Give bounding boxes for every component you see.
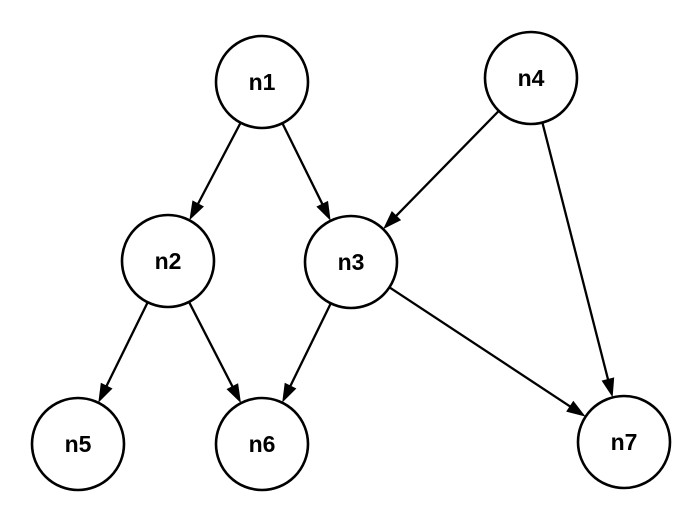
edge-line	[103, 301, 149, 390]
node-label: n3	[338, 249, 365, 275]
node-circle	[120, 213, 216, 309]
node-n1: n1	[214, 34, 310, 130]
edge-line	[392, 110, 500, 220]
node-n2: n2	[120, 213, 216, 309]
arrowhead-icon	[601, 377, 615, 398]
arrowhead-icon	[98, 382, 113, 403]
edge-n1-n3	[281, 122, 331, 221]
node-n5: n5	[30, 396, 126, 492]
edge-n4-n3	[383, 110, 500, 230]
arrowhead-icon	[566, 400, 586, 417]
edge-n4-n7	[541, 122, 615, 398]
edge-n1-n2	[189, 122, 242, 221]
edge-line	[541, 122, 611, 384]
node-label: n5	[65, 431, 92, 457]
edge-n2-n6	[187, 301, 241, 404]
node-circle	[214, 34, 310, 130]
edge-line	[281, 122, 325, 208]
node-n6: n6	[214, 396, 310, 492]
node-label: n1	[249, 69, 276, 95]
arrowhead-icon	[316, 200, 331, 221]
node-label: n7	[611, 429, 638, 455]
arrowhead-icon	[226, 383, 241, 404]
node-circle	[214, 396, 310, 492]
node-circle	[30, 396, 126, 492]
node-label: n2	[155, 248, 182, 274]
node-circle	[303, 214, 399, 310]
edge-line	[195, 122, 242, 208]
edge-n2-n5	[98, 301, 149, 403]
node-circle	[483, 30, 579, 126]
node-circle	[576, 394, 672, 490]
edge-line	[187, 301, 236, 391]
edge-line	[287, 302, 332, 390]
edge-n3-n7	[388, 286, 586, 417]
arrowhead-icon	[189, 200, 204, 221]
edge-line	[388, 286, 574, 410]
node-n4: n4	[483, 30, 579, 126]
node-label: n4	[518, 65, 545, 91]
arrowhead-icon	[282, 382, 297, 403]
node-n7: n7	[576, 394, 672, 490]
node-n3: n3	[303, 214, 399, 310]
node-label: n6	[249, 431, 276, 457]
arrowhead-icon	[383, 210, 402, 230]
edge-n3-n6	[282, 302, 332, 403]
